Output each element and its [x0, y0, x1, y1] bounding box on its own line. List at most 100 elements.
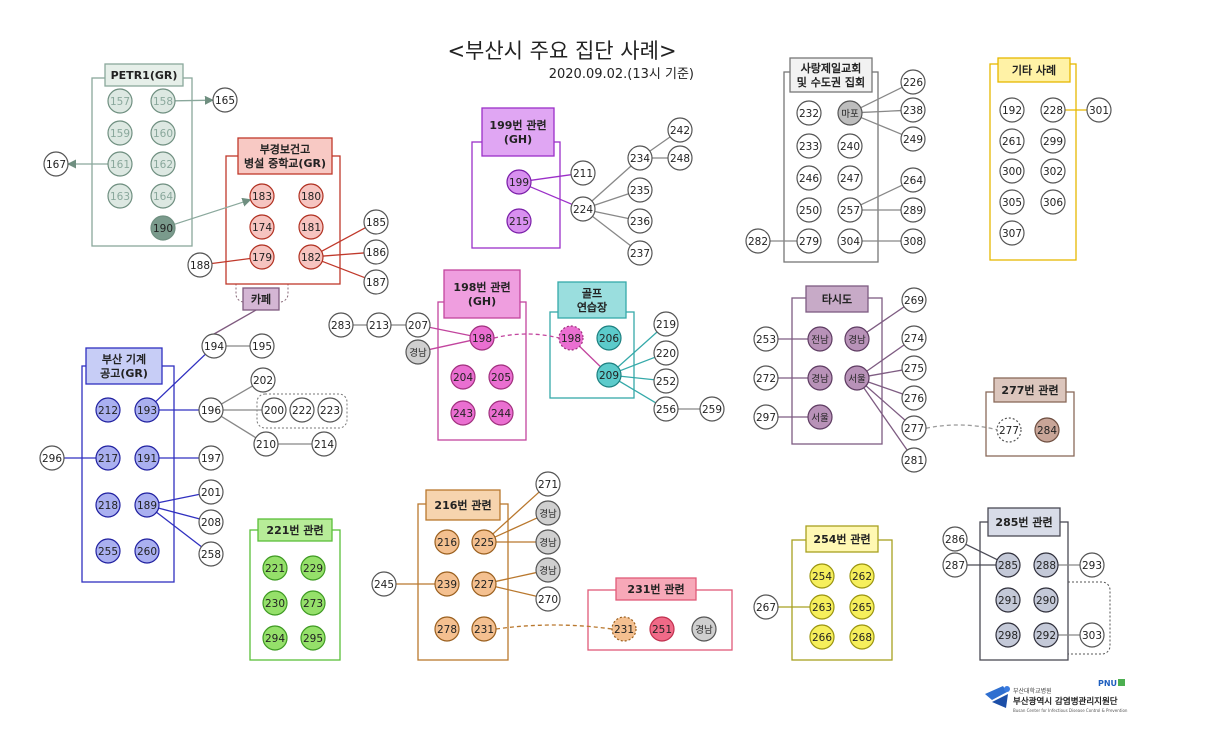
case-node-190: 190	[150, 215, 176, 241]
case-node-label: 194	[204, 341, 224, 353]
case-node-231: 231	[471, 616, 497, 642]
case-node-label: 301	[1089, 105, 1109, 117]
case-node-295: 295	[300, 625, 326, 651]
case-node-270: 270	[535, 586, 561, 612]
case-node-전남: 전남	[807, 326, 833, 352]
case-node-236: 236	[627, 208, 653, 234]
group-label-machine: 공고(GR)	[100, 367, 148, 380]
case-node-label: 198	[561, 333, 581, 345]
case-node-경남: 경남	[807, 365, 833, 391]
case-node-196: 196	[198, 397, 224, 423]
edge	[158, 493, 200, 504]
case-node-299: 299	[1040, 128, 1066, 154]
case-node-292: 292	[1033, 622, 1059, 648]
case-node-label: 281	[904, 455, 924, 467]
edge	[860, 116, 903, 136]
date-subtitle: 2020.09.02.(13시 기준)	[549, 67, 694, 82]
case-node-label: 164	[153, 191, 173, 203]
case-node-235: 235	[627, 177, 653, 203]
case-node-label: 303	[1082, 630, 1102, 642]
case-node-283: 283	[328, 312, 354, 338]
case-node-label: 211	[573, 168, 593, 180]
edge	[620, 375, 655, 381]
case-node-242: 242	[667, 117, 693, 143]
case-node-마포: 마포	[837, 100, 863, 126]
case-node-label: 208	[201, 517, 221, 529]
case-node-225: 225	[471, 529, 497, 555]
group-label-church: 사랑제일교회	[801, 61, 862, 75]
group-header-petr1	[104, 63, 184, 87]
edge	[649, 136, 671, 152]
case-node-282: 282	[745, 228, 771, 254]
case-node-228: 228	[1040, 97, 1066, 123]
case-node-label: 253	[756, 334, 776, 346]
case-node-label: 251	[652, 624, 672, 636]
edge	[321, 260, 366, 279]
case-node-label: 215	[509, 216, 529, 228]
case-node-249: 249	[900, 126, 926, 152]
case-node-label: 경남	[539, 565, 557, 577]
group-label-g277: 277번 관련	[1001, 383, 1058, 397]
case-node-label: 220	[656, 348, 676, 360]
case-node-258: 258	[198, 541, 224, 567]
case-node-label: 275	[904, 363, 924, 375]
case-node-256: 256	[653, 396, 679, 422]
case-node-label: 218	[98, 500, 118, 512]
case-node-label: 경남	[811, 373, 829, 385]
group-label-other: 기타 사례	[1012, 63, 1056, 77]
group-label-golf: 연습장	[577, 300, 607, 314]
case-node-label: 305	[1002, 197, 1022, 209]
group-label-church: 및 수도권 집회	[797, 75, 865, 89]
case-node-205: 205	[488, 364, 514, 390]
case-node-199: 199	[506, 169, 532, 195]
case-node-label: 304	[840, 236, 860, 248]
case-node-label: 270	[538, 594, 558, 606]
case-node-253: 253	[753, 326, 779, 352]
edge	[495, 571, 537, 583]
case-node-232: 232	[796, 100, 822, 126]
edge	[494, 517, 538, 538]
case-node-label: 296	[42, 453, 62, 465]
case-node-label: 157	[110, 96, 130, 108]
edge	[174, 197, 252, 225]
case-node-287: 287	[942, 552, 968, 578]
case-node-274: 274	[901, 325, 927, 351]
group-label-g216: 216번 관련	[434, 498, 491, 512]
case-node-182: 182	[298, 244, 324, 270]
case-node-label: 286	[945, 534, 965, 546]
case-node-207: 207	[405, 312, 431, 338]
edge	[213, 309, 257, 335]
group-label-g199: 199번 관련	[489, 118, 546, 132]
case-node-label: 198	[472, 333, 492, 345]
case-node-label: 219	[656, 319, 676, 331]
group-header-g221	[257, 518, 333, 542]
case-node-284: 284	[1034, 417, 1060, 443]
case-node-label: 195	[252, 341, 272, 353]
case-node-301: 301	[1086, 97, 1112, 123]
case-node-183: 183	[249, 183, 275, 209]
edge-dashed	[495, 624, 613, 630]
case-node-252: 252	[653, 368, 679, 394]
case-node-label: 307	[1002, 228, 1022, 240]
case-node-226: 226	[900, 69, 926, 95]
case-node-167: 167	[43, 151, 69, 177]
case-node-label: 201	[201, 487, 221, 499]
case-node-238: 238	[900, 97, 926, 123]
case-node-경남: 경남	[535, 557, 561, 583]
edge	[321, 227, 366, 252]
group-header-machine	[85, 347, 163, 385]
case-node-250: 250	[796, 197, 822, 223]
case-node-label: 243	[453, 408, 473, 420]
edge	[617, 331, 658, 368]
edge	[866, 344, 905, 372]
case-node-경남: 경남	[535, 529, 561, 555]
case-node-302: 302	[1040, 158, 1066, 184]
case-node-217: 217	[95, 445, 121, 471]
edge	[619, 356, 656, 372]
case-node-214: 214	[311, 431, 337, 457]
case-node-label: 183	[252, 191, 272, 203]
case-node-label: 216	[437, 537, 457, 549]
case-node-label: 261	[1002, 136, 1022, 148]
edge	[866, 306, 905, 333]
edge-dashed	[493, 333, 560, 339]
